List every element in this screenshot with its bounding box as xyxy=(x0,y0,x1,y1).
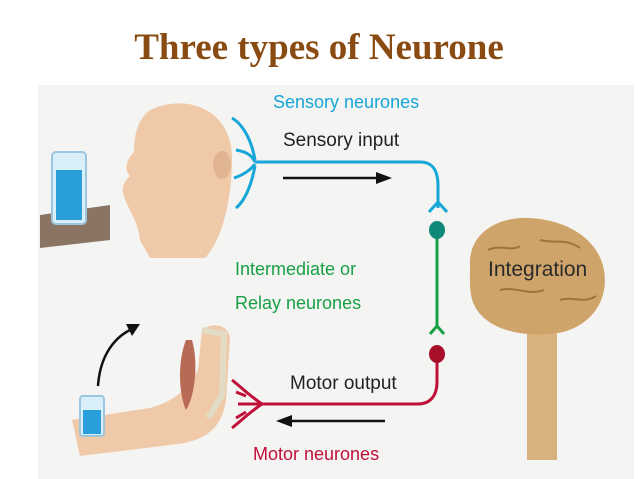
movement-arrow xyxy=(96,328,131,387)
sensory-input-label: Sensory input xyxy=(283,130,400,151)
movement-arrow-head xyxy=(126,324,140,336)
relay-label-line1: Intermediate or xyxy=(235,259,357,279)
page-title: Three types of Neurone xyxy=(134,27,504,68)
sensory-arrow-head xyxy=(376,172,392,184)
motor-cell-body xyxy=(429,345,445,363)
relay-label-line2: Relay neurones xyxy=(235,293,362,313)
head-icon xyxy=(122,103,232,258)
integration-label: Integration xyxy=(488,258,588,281)
relay-neurone xyxy=(428,221,446,335)
sensory-neurones-label: Sensory neurones xyxy=(273,92,420,112)
motor-neurones-label: Motor neurones xyxy=(253,444,380,464)
motor-arrow-head xyxy=(276,415,292,427)
water-glass-icon xyxy=(40,151,110,248)
brain-icon xyxy=(469,217,605,460)
arm-icon xyxy=(72,325,230,456)
motor-output-label: Motor output xyxy=(290,373,397,394)
motor-neurone xyxy=(231,360,439,430)
relay-neurones-label: Intermediate or Relay neurones xyxy=(235,252,361,320)
sensory-neurone xyxy=(231,116,449,214)
